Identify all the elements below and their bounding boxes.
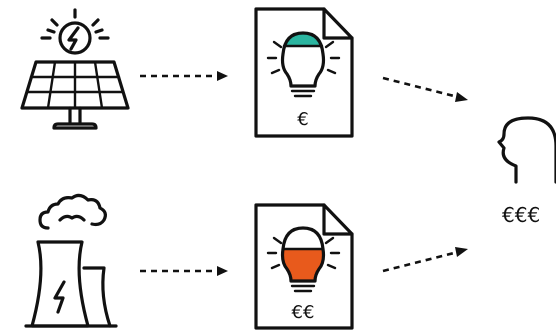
solar-panel-icon bbox=[20, 8, 130, 130]
power-plant-icon bbox=[24, 193, 118, 328]
bill-renewable-document: € bbox=[254, 7, 354, 138]
edge-plant-to-bill bbox=[140, 266, 228, 276]
bill-fossil-document: €€ bbox=[254, 203, 354, 330]
bill-fossil-price: €€ bbox=[292, 302, 315, 323]
edge-bill-fossil-to-consumer bbox=[382, 247, 468, 273]
bill-renewable-price: € bbox=[297, 109, 308, 130]
human-head-icon: €€€ bbox=[497, 116, 556, 227]
consumer-price: €€€ bbox=[502, 203, 540, 227]
edge-solar-to-bill bbox=[140, 71, 228, 81]
edge-bill-renewable-to-consumer bbox=[382, 76, 468, 102]
